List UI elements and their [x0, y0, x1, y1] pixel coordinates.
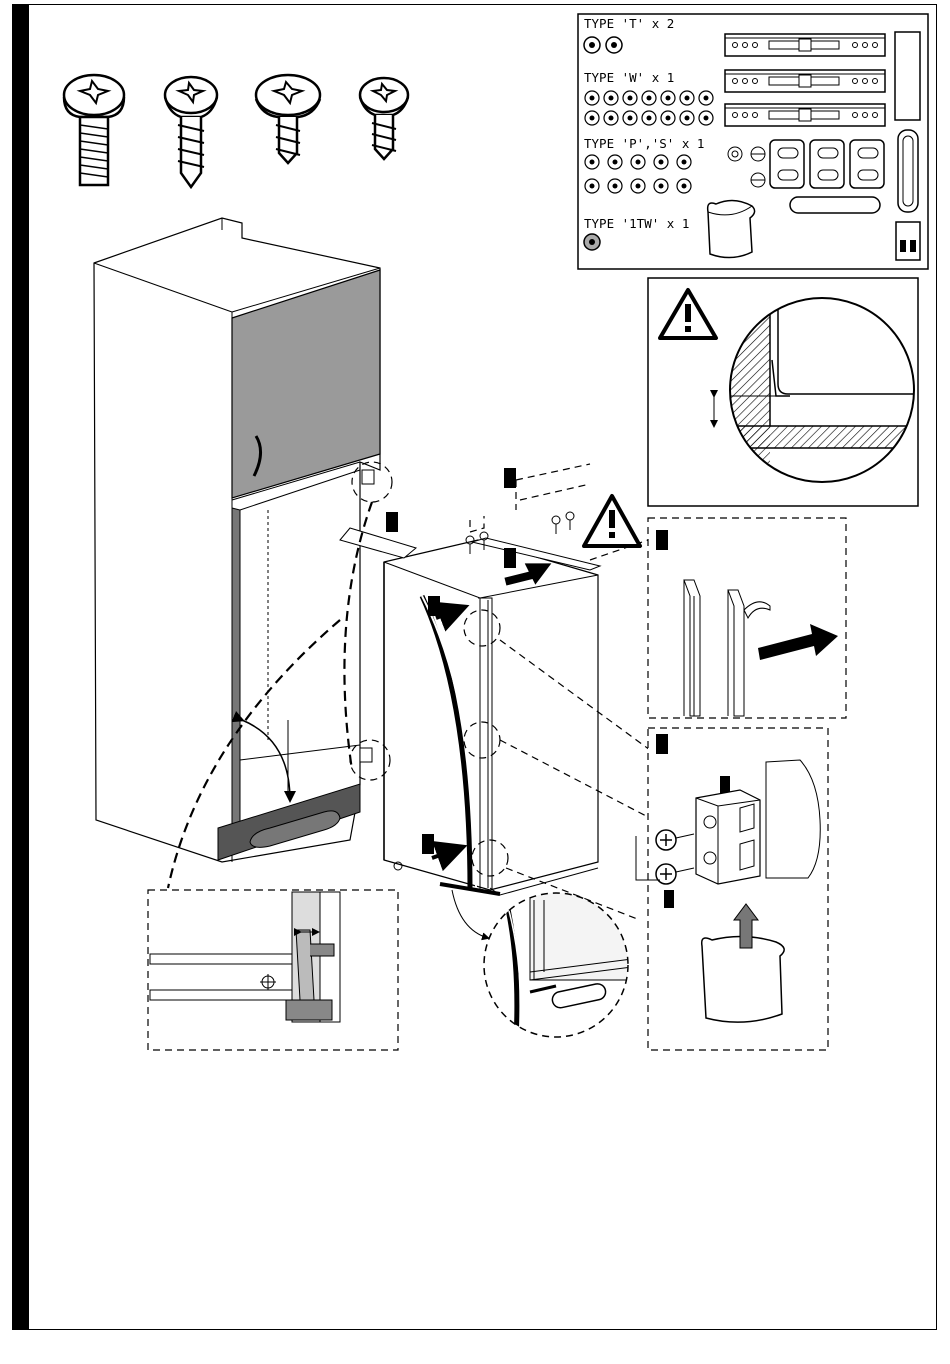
machine-screw-icon — [64, 75, 124, 185]
seal-strip-box — [648, 518, 846, 718]
short-screw-icon — [360, 78, 408, 159]
wood-screw-icon — [165, 77, 217, 187]
hinge-covers — [895, 32, 920, 260]
type-w-label: TYPE 'W' x 1 — [584, 70, 674, 85]
mounting-rails — [725, 34, 885, 126]
seal-detail-box — [648, 278, 930, 506]
plinth-detail-box — [148, 890, 398, 1050]
parts-box: TYPE 'T' x 2 TYPE 'W' x 1 TYPE 'P','S' x… — [578, 14, 928, 269]
bracket-box — [636, 728, 828, 1050]
type-t-label: TYPE 'T' x 2 — [584, 16, 674, 31]
type-ps-label: TYPE 'P','S' x 1 — [584, 136, 704, 151]
washer-screw-icon — [256, 75, 320, 163]
warning-triangle-icon — [584, 496, 640, 546]
bottom-hinge-detail — [484, 890, 640, 1040]
screw-bag-icon — [708, 200, 755, 257]
type-1tw-label: TYPE '1TW' x 1 — [584, 216, 689, 231]
tall-cabinet — [94, 218, 380, 862]
screw-set — [64, 75, 408, 187]
type-1tw-screw — [584, 234, 600, 250]
